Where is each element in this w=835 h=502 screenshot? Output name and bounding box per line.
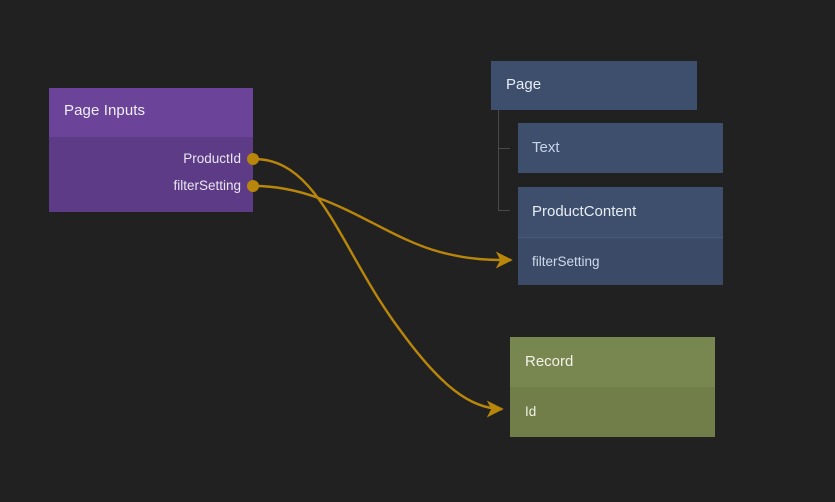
node-record[interactable]: Record Id — [510, 337, 715, 437]
node-page-inputs[interactable]: Page Inputs ProductId filterSetting — [49, 88, 259, 212]
row-label-filtersetting: filterSetting — [532, 254, 600, 269]
port-label-productid: ProductId — [183, 151, 241, 166]
node-record-title: Record — [525, 353, 574, 370]
tree-branch-to-text — [499, 148, 510, 149]
node-productcontent-header[interactable]: ProductContent — [518, 187, 723, 237]
node-page-inputs-body: ProductId filterSetting — [49, 137, 259, 212]
edge-productid-to-record-id — [253, 157, 504, 418]
port-row-filtersetting[interactable]: filterSetting — [49, 172, 259, 199]
tree-branch-to-productcontent — [499, 210, 510, 211]
port-label-filtersetting: filterSetting — [173, 178, 241, 193]
node-record-header[interactable]: Record — [510, 337, 715, 387]
node-productcontent[interactable]: ProductContent filterSetting — [518, 187, 723, 285]
port-dot-filtersetting[interactable] — [247, 179, 259, 192]
node-productcontent-title: ProductContent — [532, 203, 637, 220]
node-text[interactable]: Text — [518, 123, 723, 173]
port-row-productid[interactable]: ProductId — [49, 145, 259, 172]
node-productcontent-row-filtersetting[interactable]: filterSetting — [518, 237, 723, 285]
port-dot-productid[interactable] — [247, 152, 259, 165]
node-text-title: Text — [532, 139, 560, 156]
node-page[interactable]: Page — [491, 61, 697, 110]
tree-vertical-line — [498, 110, 499, 211]
node-page-title: Page — [506, 76, 542, 93]
node-page-inputs-header[interactable]: Page Inputs — [49, 88, 253, 137]
node-page-inputs-title: Page Inputs — [64, 102, 146, 119]
edge-filtersetting-to-productcontent — [253, 184, 513, 269]
node-record-row-id[interactable]: Id — [510, 387, 715, 437]
row-label-id: Id — [525, 404, 537, 419]
